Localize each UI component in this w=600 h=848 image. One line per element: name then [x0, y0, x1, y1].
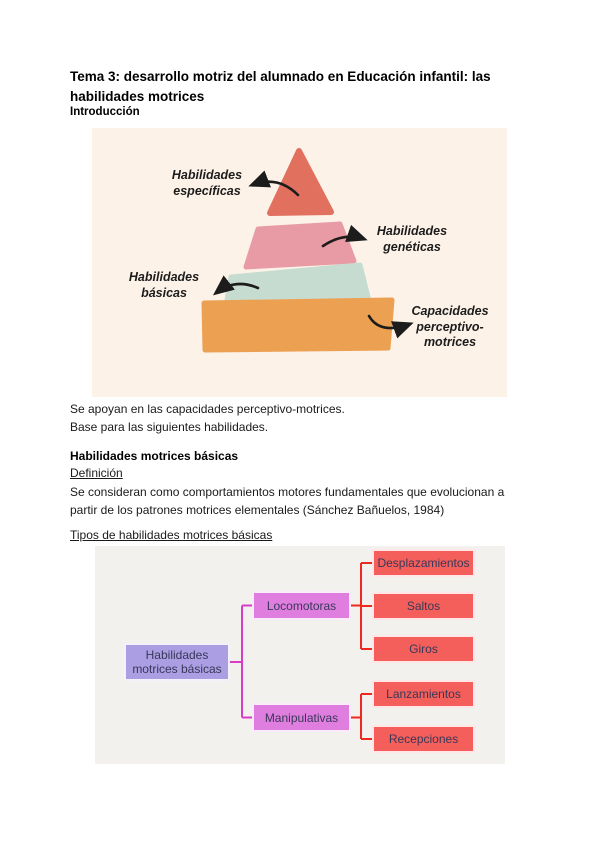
flowchart-figure: Habilidades motrices básicas Locomotoras…: [95, 546, 505, 764]
pyramid-note-line-2: Base para las siguientes habilidades.: [70, 419, 269, 434]
definition-line-1: Se consideran como comportamientos motor…: [70, 485, 505, 499]
definition-paragraph: Se consideran como comportamientos motor…: [70, 484, 504, 519]
pyramid-level-especificas: [267, 148, 334, 216]
arrow-basicas-icon: [212, 275, 260, 296]
flowchart-node-recepciones: Recepciones: [372, 725, 475, 753]
connector-level2: [351, 562, 372, 740]
arrow-geneticas-icon: [321, 224, 368, 248]
page-title-line-2: habilidades motrices: [70, 89, 205, 104]
pyramid-note-line-1: Se apoyan en las capacidades perceptivo-…: [70, 402, 345, 416]
flowchart-node-lanzamientos: Lanzamientos: [372, 680, 475, 708]
pyramid-graphic: [201, 148, 414, 353]
pyramid-figure: Habilidades específicas Habilidades gené…: [92, 128, 507, 397]
definition-label: Definición: [70, 466, 123, 480]
types-heading: Tipos de habilidades motrices básicas: [70, 528, 273, 542]
arrow-perceptivo-icon: [367, 314, 414, 339]
page-title-line-1: Tema 3: desarrollo motriz del alumnado e…: [70, 69, 491, 84]
flowchart-node-locomotoras: Locomotoras: [252, 591, 351, 620]
page-title: Tema 3: desarrollo motriz del alumnado e…: [70, 67, 540, 107]
pyramid-label-basicas: Habilidades básicas: [128, 270, 200, 300]
flowchart-node-manipulativas: Manipulativas: [252, 703, 351, 732]
intro-heading: Introducción: [70, 106, 140, 118]
pyramid-level-perceptivo: [201, 297, 395, 353]
flowchart-node-desplazamientos: Desplazamientos: [372, 549, 475, 577]
pyramid-notes: Se apoyan en las capacidades perceptivo-…: [70, 401, 345, 436]
pyramid-label-geneticas: Habilidades genéticas: [376, 224, 448, 254]
section-heading: Habilidades motrices básicas: [70, 449, 239, 463]
flowchart-node-saltos: Saltos: [372, 592, 475, 620]
arrow-especificas-icon: [248, 170, 300, 197]
flowchart-node-root: Habilidades motrices básicas: [124, 643, 230, 681]
connector-level1: [230, 604, 252, 719]
pyramid-label-especificas: Habilidades específicas: [171, 168, 243, 198]
pyramid-level-basicas: [224, 262, 371, 303]
definition-line-2: partir de los patrones motrices elementa…: [70, 502, 445, 517]
pyramid-level-geneticas: [243, 221, 357, 270]
flowchart-node-giros: Giros: [372, 635, 475, 663]
flowchart-connectors: [230, 562, 372, 740]
pyramid-label-perceptivo: Capacidades perceptivo- motrices: [411, 304, 489, 349]
